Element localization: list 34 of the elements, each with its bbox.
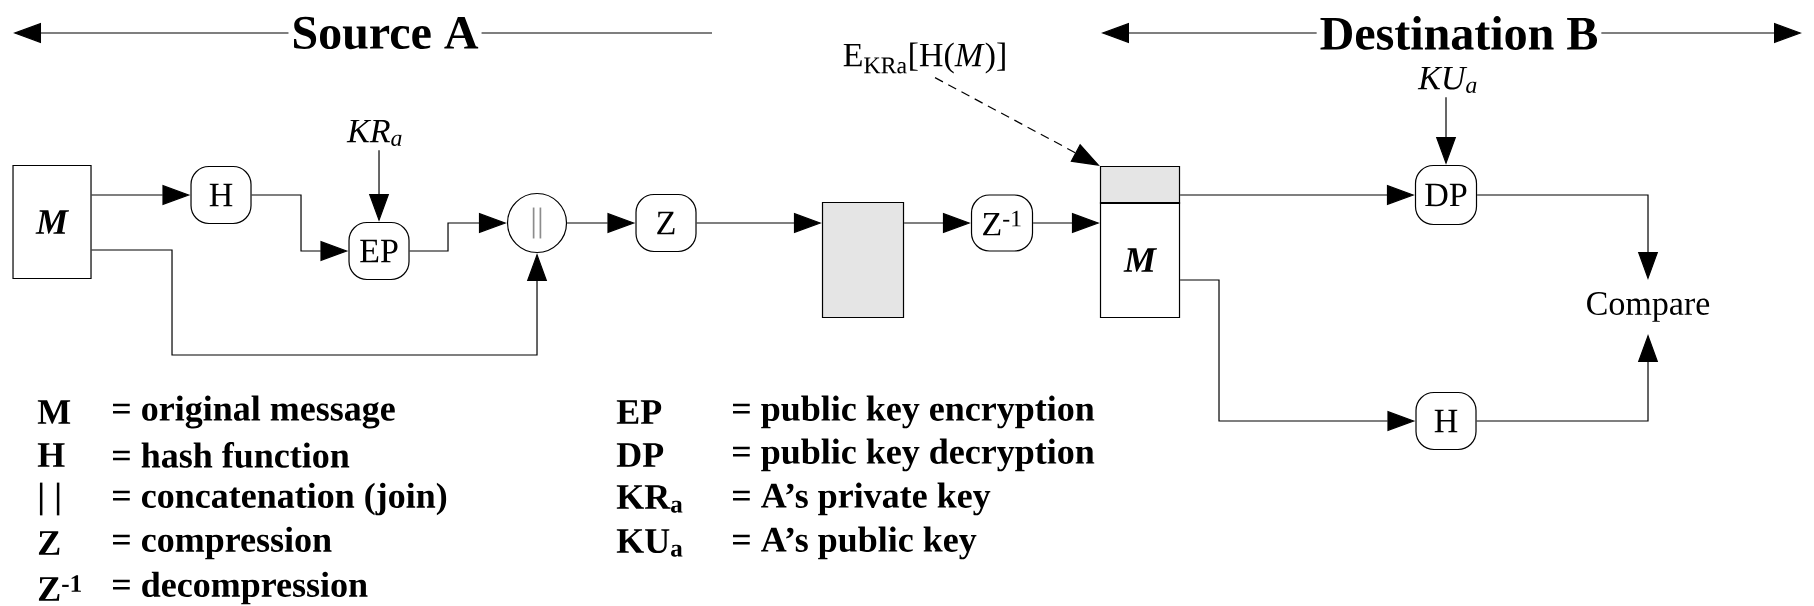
message-box: M <box>1099 201 1181 319</box>
legend-symbol: DP <box>616 443 664 467</box>
legend-symbol: | | <box>39 482 60 516</box>
message-block <box>821 201 905 319</box>
legend-symbol: M <box>37 400 71 424</box>
legend-definition: = decompression <box>113 571 368 605</box>
legend-definition: = compression <box>113 526 332 560</box>
message-box: M <box>12 164 92 280</box>
section-heading: Source A <box>288 13 482 53</box>
legend-definition: = A’s private key <box>733 482 991 516</box>
decryption-node: DP <box>1414 164 1478 226</box>
hash-node: H <box>190 165 252 225</box>
legend-definition: = original message <box>113 395 395 429</box>
legend-definition: = hash function <box>113 442 350 468</box>
legend-definition: = concatenation (join) <box>113 482 447 516</box>
compare-label: Compare <box>1587 292 1710 322</box>
legend-symbol: KR$_{a}$ <box>616 485 683 513</box>
legend-definition: = A’s public key <box>733 526 977 560</box>
legend-symbol: EP <box>616 400 662 424</box>
legend-symbol: Z <box>38 531 60 555</box>
encryption-node: EP <box>348 221 410 281</box>
signature-block <box>1099 165 1181 205</box>
legend-definition: = public key decryption <box>733 438 1095 472</box>
decompression-node: Z$^{-1}$ <box>970 194 1034 252</box>
hash-node: H <box>1415 391 1477 451</box>
key-label: KR$_{a}$ <box>346 119 402 147</box>
legend-symbol: KU$_{a}$ <box>616 529 683 557</box>
signature-label: E$_{KRa}$[H(M)] <box>843 42 1005 74</box>
compression-node: Z <box>635 193 697 253</box>
legend-definition: = public key encryption <box>733 395 1095 429</box>
legend-symbol: Z$^{-1}$ <box>38 575 81 601</box>
key-label: KU$_{a}$ <box>1417 66 1477 94</box>
legend-symbol: H <box>37 443 65 467</box>
section-heading: Destination B <box>1316 13 1602 53</box>
